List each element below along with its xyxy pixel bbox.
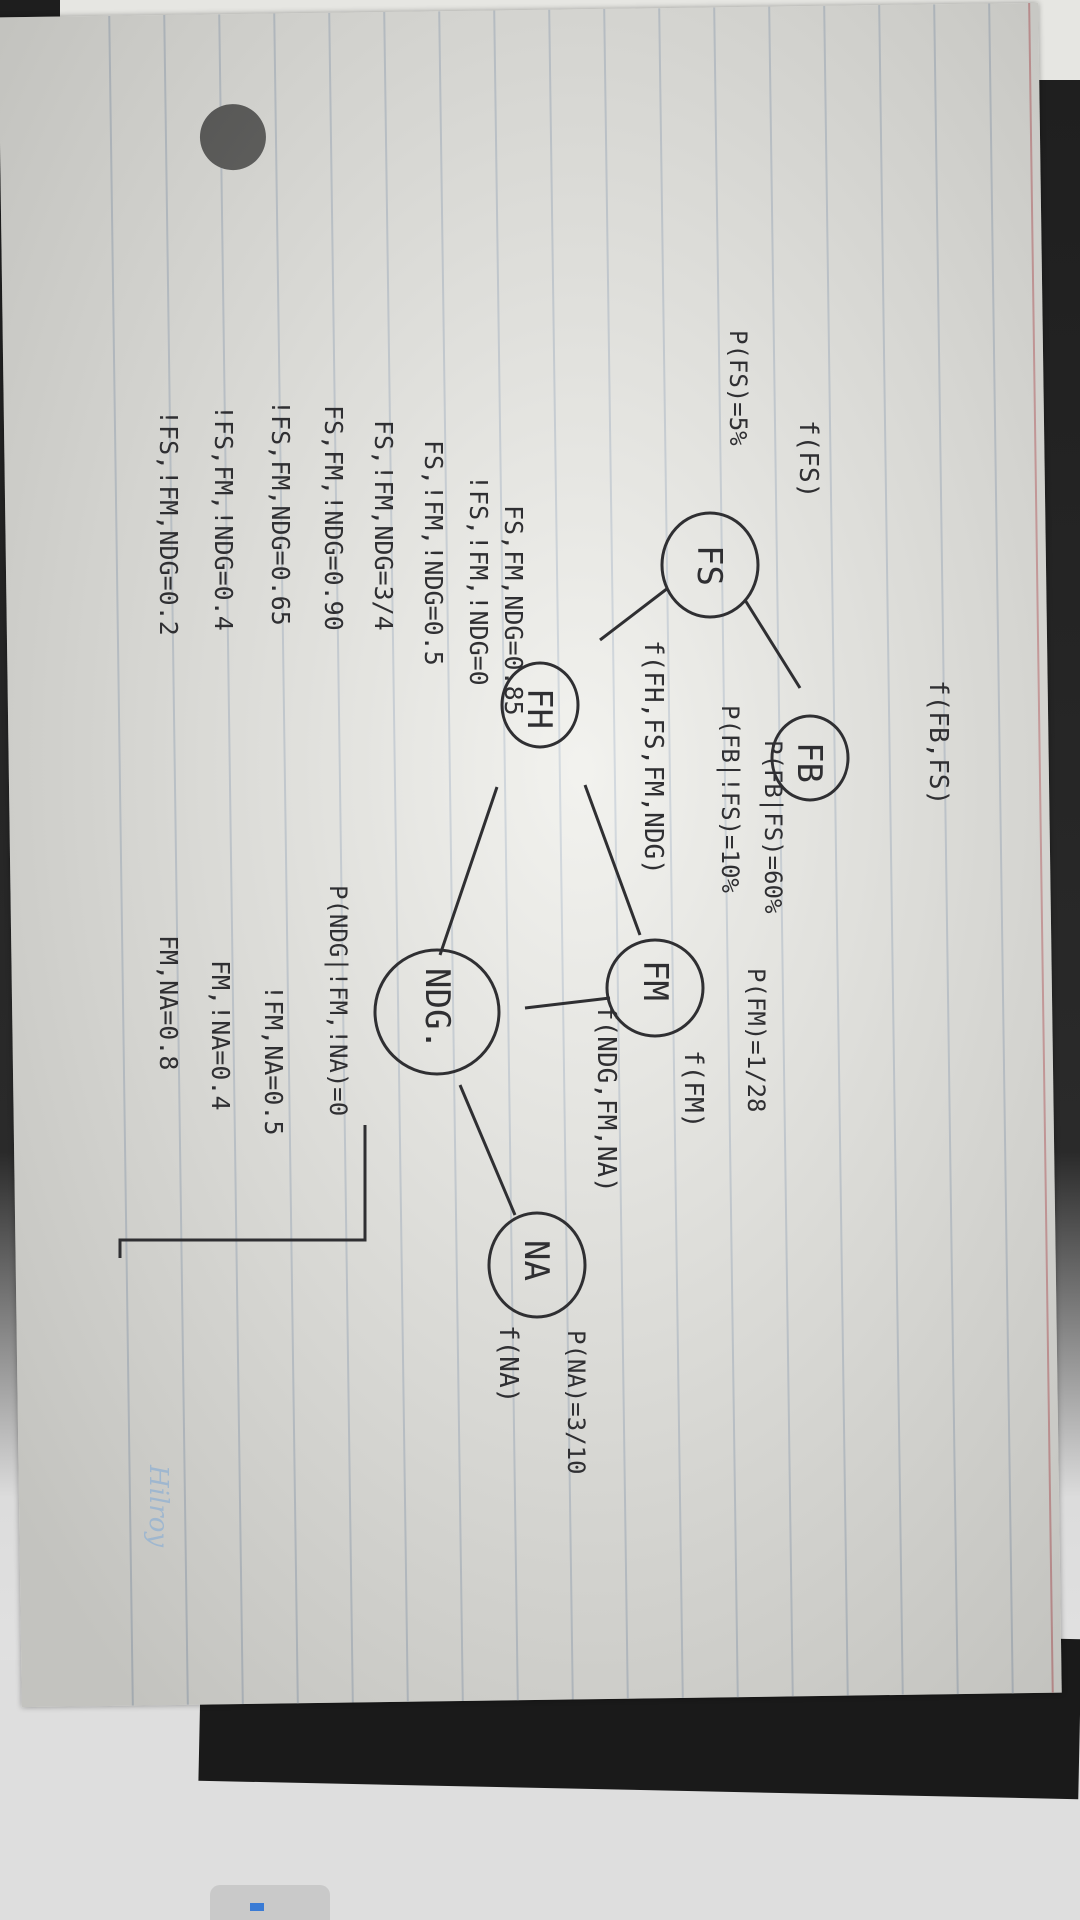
notebook-brand-stamp: Hilroy xyxy=(143,1464,173,1547)
edge-fs-fh xyxy=(599,586,669,642)
edge-fm-fh xyxy=(583,784,642,936)
fh-row: FS,!FM,NDG=3/4 xyxy=(369,420,398,631)
fh-row: !FS,!FM,!NDG=0 xyxy=(464,475,493,686)
prob-fb-given-not-fs: P(FB|!FS)=10% xyxy=(716,705,744,893)
fh-row: FS,!FM,!NDG=0.5 xyxy=(419,440,448,666)
edge-fm-ndg xyxy=(524,996,611,1010)
fh-row: !FS,!FM,NDG=0.2 xyxy=(154,410,183,636)
prob-na: P(NA)=3/10 xyxy=(562,1330,590,1475)
node-fm-circle xyxy=(605,938,705,1038)
fh-row: !FS,FM,NDG=0.65 xyxy=(266,400,295,626)
node-fs-label: FS xyxy=(689,545,729,586)
factor-fs: f(FS) xyxy=(793,420,823,498)
node-fb-circle xyxy=(770,714,850,802)
prob-fs: P(FS)=5% xyxy=(724,330,752,446)
usb-light xyxy=(250,1903,264,1911)
prob-ndg-cond: P(NDG|!FM,!NA)=0 xyxy=(324,885,352,1116)
factor-na: f(NA) xyxy=(493,1325,523,1403)
factor-ndg: f(NDG,FM,NA) xyxy=(591,1005,621,1193)
node-fh-label: FH xyxy=(519,688,559,729)
ndg-row: FM,NA=0.8 xyxy=(154,935,183,1070)
ndg-row: FM,!NA=0.4 xyxy=(206,960,235,1111)
node-na-label: NA xyxy=(516,1240,556,1281)
prob-fm: P(FM)=1/28 xyxy=(742,968,770,1113)
node-ndg-circle xyxy=(373,948,501,1076)
node-fb-label: FB xyxy=(789,742,829,783)
table-bracket xyxy=(118,1125,367,1258)
edge-na-ndg xyxy=(458,1084,517,1216)
factor-fm: f(FM) xyxy=(678,1050,708,1128)
edge-ndg-fh xyxy=(438,786,499,956)
node-fs-circle xyxy=(660,511,760,619)
ndg-row: !FM,NA=0.5 xyxy=(259,985,288,1136)
node-fh-circle xyxy=(500,661,580,749)
node-fm-label: FM xyxy=(635,960,675,1001)
fh-row: FS,FM,!NDG=0.90 xyxy=(319,405,348,631)
prob-fb-given-fs: P(FB|FS)=60% xyxy=(759,740,787,914)
usb-device xyxy=(210,1885,330,1920)
factor-fh: f(FH,FS,FM,NDG) xyxy=(638,640,668,875)
node-na-circle xyxy=(487,1211,587,1319)
node-ndg-label: NDG. xyxy=(417,968,457,1050)
edge-fs-fb xyxy=(743,599,802,689)
fh-row: FS,FM,NDG=0.85 xyxy=(499,505,528,716)
fh-row: !FS,FM,!NDG=0.4 xyxy=(209,405,238,631)
factor-fb-fs: f(FB,FS) xyxy=(923,680,953,805)
